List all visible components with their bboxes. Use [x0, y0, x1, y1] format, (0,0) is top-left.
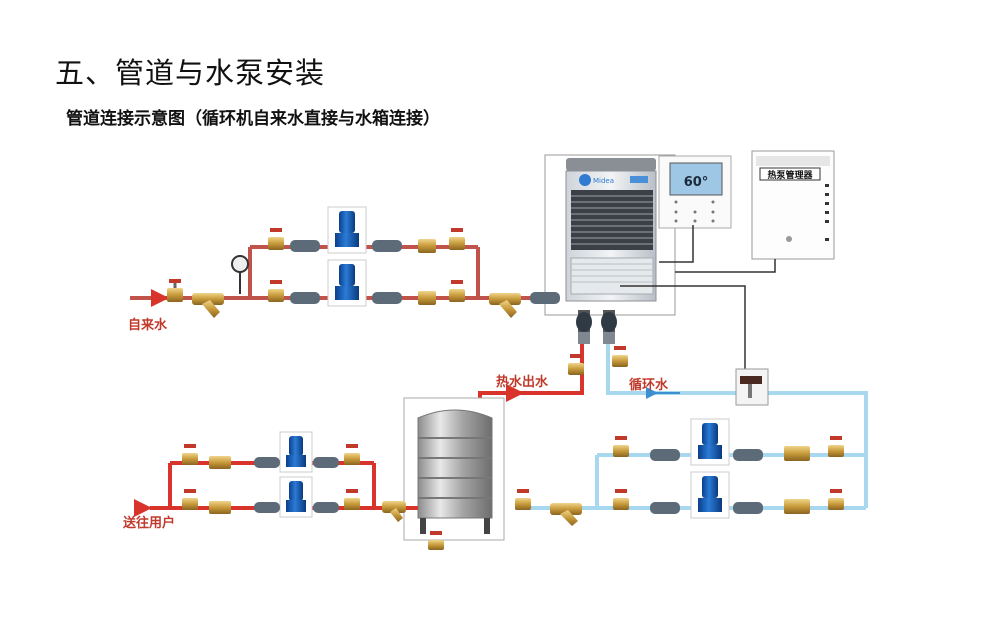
controller-display: 60° [684, 175, 709, 190]
heat-pump-manager-cabinet: 热泵管理器 [751, 150, 835, 260]
pump-icon [327, 206, 367, 254]
pump-icon [279, 431, 313, 473]
tap-water-label: 自来水 [128, 317, 168, 333]
outlet-valves [568, 346, 628, 375]
page-subtitle: 管道连接示意图（循环机自来水直接与水箱连接） [66, 109, 440, 129]
valve-group-upper [268, 228, 560, 305]
page-title: 五、管道与水泵安装 [55, 56, 326, 90]
unit-connection-fittings [576, 310, 617, 344]
gate-valve-icon [167, 279, 183, 302]
hot-water-out-label: 热水出水 [496, 374, 549, 390]
flow-switch [735, 368, 769, 406]
pressure-gauge-icon [231, 255, 249, 294]
pump-icon [690, 471, 730, 519]
pump-icon [690, 418, 730, 466]
heat-pump-unit: Midea [544, 154, 676, 316]
control-wires [620, 225, 776, 380]
y-strainer-icon [489, 293, 521, 318]
y-strainer-icon [192, 293, 224, 318]
storage-tank [403, 397, 505, 541]
cabinet-label: 热泵管理器 [767, 169, 813, 181]
pump-icon [279, 476, 313, 518]
pump-icon [327, 259, 367, 307]
valve-group-lower-left [182, 444, 444, 550]
unit-brand: Midea [593, 177, 614, 185]
circulation-label: 循环水 [629, 377, 669, 393]
wire-controller: 60° [658, 155, 732, 229]
valve-group-lower-right [515, 436, 844, 526]
to-user-label: 送往用户 [122, 515, 175, 531]
